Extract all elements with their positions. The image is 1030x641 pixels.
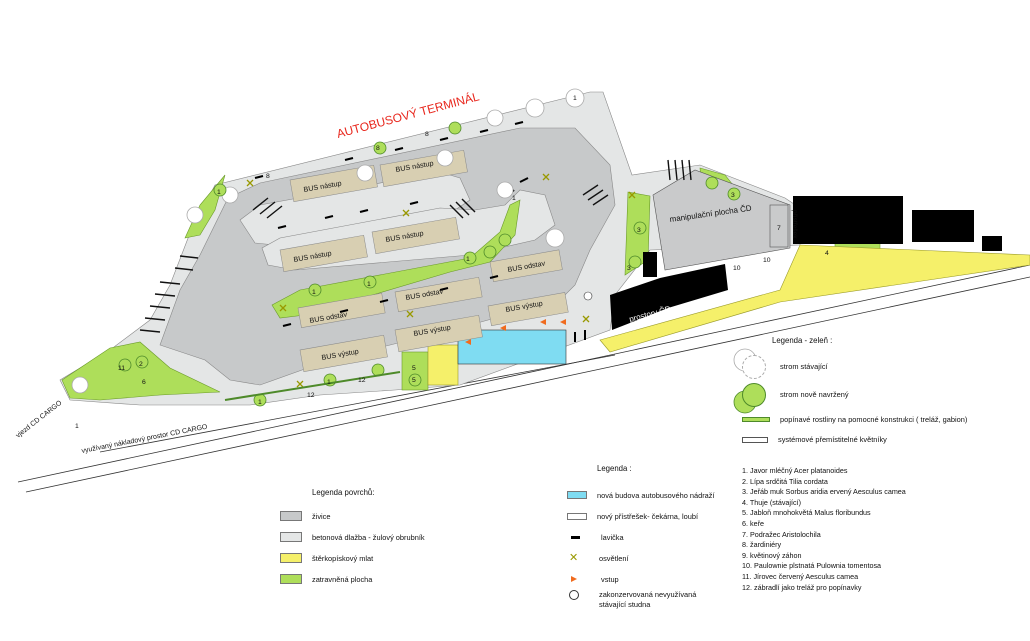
number-mark: 1	[327, 379, 331, 386]
plant-list-item: 3. Jeřáb muk Sorbus aridia ervený Aescul…	[742, 487, 906, 497]
asphalt-swatch	[280, 511, 302, 522]
building-block-1	[793, 196, 903, 244]
legend-item: nová budova autobusového nádraží	[567, 485, 715, 506]
plant-list-item: 5. Jabloň mnohokvětá Malus floribundus	[742, 508, 871, 518]
legend-item: zatravněná plocha	[280, 569, 425, 590]
number-mark: 4	[825, 250, 829, 257]
shelter-swatch	[567, 512, 587, 520]
building-small-dark	[643, 252, 657, 277]
number-mark: 1	[466, 256, 470, 263]
number-mark: 1	[512, 195, 516, 202]
number-mark: 12	[358, 377, 366, 384]
legend-item: štěrkopískový mlat	[280, 548, 425, 569]
number-mark: 3	[627, 265, 631, 272]
well-symbol	[583, 291, 593, 301]
building-block-3	[982, 236, 1002, 251]
plant-list-item: 8. žardiniéry	[742, 540, 782, 550]
number-mark: 1	[258, 399, 262, 406]
gravel-area-right	[599, 244, 1030, 353]
grass-bottom-left	[61, 341, 221, 401]
number-mark: 8	[266, 173, 270, 180]
entries	[465, 319, 566, 345]
plant-list-item: 2. Lípa srdčitá Tilia cordata	[742, 476, 828, 486]
lights	[246, 173, 636, 388]
legend-item: živice	[280, 506, 425, 527]
building-prostory-cd	[610, 264, 728, 330]
legend-surfaces: Legenda povrchů: živice betonová dlažba …	[280, 489, 425, 590]
number-mark: 1	[573, 95, 577, 102]
number-mark: 2	[139, 361, 143, 368]
new-tree-icon	[742, 382, 766, 407]
legend-main-header: Legenda :	[597, 464, 632, 473]
label-nakladovy-prostor: využívaný nákladový prostor CD CARGO	[81, 424, 209, 455]
number-markers: 1 1 1 1 1 1 1 1 1 2 3 3 3 4 5 5 6 7 8 8 …	[75, 95, 829, 430]
gravel-area-front	[427, 344, 459, 386]
label-vjezd: vjezd CD CARGO	[15, 399, 64, 439]
legend-item: popínavé rostliny na pomocné konstrukci …	[742, 410, 1022, 430]
number-mark: 8	[376, 145, 380, 152]
label-pristresek: přístřešek	[791, 210, 798, 239]
number-mark: 10	[733, 265, 741, 272]
legend-item: vstup	[567, 569, 715, 590]
legend-item: nový přístřešek- čekárna, loubí	[567, 506, 715, 527]
building-block-2	[912, 210, 974, 242]
plant-list-item: 11. Jírovec červený Aesculus camea	[742, 571, 859, 581]
bench-icon	[571, 535, 580, 539]
rail-lines	[17, 264, 1030, 493]
planter-icon	[742, 436, 768, 443]
plant-list-item: 6. keře	[742, 518, 764, 528]
new-building-swatch	[567, 491, 587, 500]
legend-item: systémové přemístitelné květníky	[742, 430, 1022, 450]
number-mark: 8	[425, 131, 429, 138]
plant-list-item: 10. Paulownie plstnatá Pulownia tomentos…	[742, 561, 882, 571]
plant-list-item: 12. zábradlí jako treláž pro popínavky	[742, 582, 862, 592]
number-mark: 6	[142, 379, 146, 386]
legend-item: betonová dlažba - žulový obrubník	[280, 527, 425, 548]
legend-greenery-header: Legenda - zeleň :	[772, 336, 833, 345]
entry-icon	[571, 576, 577, 583]
legend-main: Legenda : nová budova autobusového nádra…	[567, 465, 715, 612]
number-mark: 1	[312, 289, 316, 296]
number-mark: 11	[118, 365, 125, 372]
number-mark: 7	[777, 225, 781, 232]
grass-swatch	[280, 574, 302, 585]
legend-item: zakonzervovaná nevyužívaná stávající stu…	[567, 589, 715, 612]
well-icon	[569, 589, 579, 600]
paving-swatch	[280, 532, 302, 543]
new-trees	[118, 121, 757, 414]
light-icon: ✕	[569, 552, 579, 565]
number-mark: 3	[731, 192, 735, 199]
plant-list-item: 1. Javor mléčný Acer platanoides	[742, 466, 848, 475]
legend-greenery: Legenda - zeleň : strom stávající strom …	[742, 337, 1022, 450]
plant-list-item: 9. květinový záhon	[742, 550, 802, 560]
number-mark: 3	[637, 227, 641, 234]
climbing-plant-icon	[742, 417, 770, 423]
climbing-plants-line	[224, 371, 401, 401]
legend-item: strom nově navržený	[742, 380, 1022, 410]
cd-manipulation-area	[652, 169, 791, 271]
number-mark: 10	[763, 257, 771, 264]
legend-item: strom stávající	[742, 354, 1022, 380]
legend-surfaces-header: Legenda povrchů:	[312, 488, 375, 497]
number-mark: 5	[412, 377, 416, 384]
number-mark: 5	[412, 365, 416, 372]
existing-tree-icon	[742, 354, 766, 379]
shelter-pristresek	[769, 204, 789, 248]
crosswalks	[139, 159, 692, 333]
number-mark: 12	[307, 392, 315, 399]
gravel-swatch	[280, 553, 302, 564]
legend-item: ✕ osvětlení	[569, 552, 629, 565]
number-mark: 1	[75, 423, 79, 430]
bus-stands	[279, 149, 569, 372]
plant-list-item: 4. Thuje (stávající)	[742, 497, 801, 507]
number-mark: 1	[217, 189, 221, 196]
number-mark: 1	[367, 281, 371, 288]
plant-list-item: 7. Podražec Aristolochila	[742, 529, 821, 539]
plant-list: 1. Javor mléčný Acer platanoides 2. Lípa…	[742, 467, 906, 594]
legend-item: lavička	[567, 527, 715, 548]
